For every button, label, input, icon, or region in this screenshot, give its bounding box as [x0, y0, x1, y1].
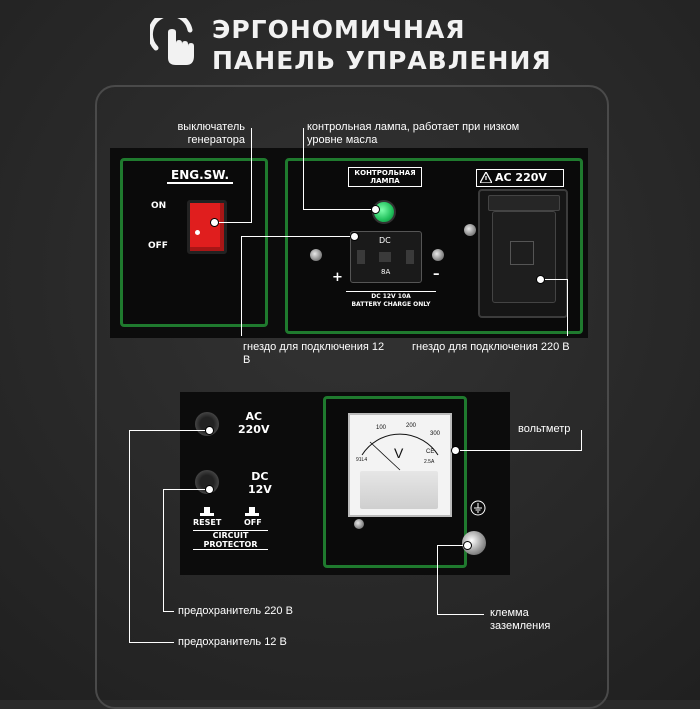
ac-warning-label: AC 220V	[476, 169, 564, 187]
leader-line	[163, 489, 209, 490]
leader-line	[215, 222, 252, 223]
voltmeter-scale	[361, 433, 439, 471]
reset-label: RESET	[193, 518, 222, 527]
socket-lid	[492, 211, 556, 303]
touch-hand-icon	[150, 18, 194, 65]
leader-line	[303, 128, 304, 210]
scale-300: 300	[430, 431, 441, 437]
fuse-ac-line-2: 220V	[238, 423, 270, 436]
page-title: ЭРГОНОМИЧНАЯ ПАНЕЛЬ УПРАВЛЕНИЯ	[212, 14, 632, 76]
title-line-1: ЭРГОНОМИЧНАЯ	[212, 15, 466, 44]
socket-latch	[488, 195, 560, 211]
off-label-fuse: OFF	[244, 518, 262, 527]
plus-label: +	[332, 270, 343, 285]
title-line-2: ПАНЕЛЬ УПРАВЛЕНИЯ	[212, 46, 552, 75]
screw	[354, 519, 364, 529]
battery-line-1: DC 12V 10A	[371, 293, 411, 300]
callout-dot	[371, 205, 380, 214]
callout-lamp: контрольная лампа, работает при низком у…	[307, 121, 520, 146]
circuit-line-2: PROTECTOR	[203, 540, 258, 549]
leader-line	[303, 209, 375, 210]
off-label: OFF	[148, 241, 168, 251]
dc-pin	[357, 250, 365, 264]
lamp-label: КОНТРОЛЬНАЯ ЛАМПА	[348, 167, 422, 187]
socket-mark	[510, 241, 534, 265]
screw	[432, 249, 444, 261]
leader-line	[251, 128, 252, 223]
dc-label: DC	[379, 236, 391, 245]
callout-dot	[350, 232, 359, 241]
callout-dot	[210, 218, 219, 227]
leader-line	[567, 279, 568, 336]
callout-dot	[205, 485, 214, 494]
meter-ce: CE	[426, 449, 435, 455]
voltmeter: 100 200 300 V 91L4 CE 2.5A	[348, 413, 452, 517]
leader-line	[437, 545, 438, 615]
callout-dot	[536, 275, 545, 284]
dc-12v-socket[interactable]: DC 8A	[350, 231, 422, 283]
leader-line	[129, 642, 174, 643]
leader-line	[241, 236, 354, 237]
callout-socket-220: гнездо для подключения 220 В	[412, 341, 570, 353]
leader-line	[437, 614, 484, 615]
leader-line	[129, 430, 130, 643]
fuse-dc-label: DC 12V	[248, 470, 272, 496]
meter-window	[360, 471, 438, 509]
callout-dot	[451, 446, 460, 455]
circuit-protector-label: CIRCUIT PROTECTOR	[193, 530, 268, 550]
ac-220v-socket[interactable]	[478, 189, 568, 318]
callout-voltmeter: вольтметр	[518, 423, 571, 435]
callout-fuse-220: предохранитель 220 В	[178, 605, 293, 617]
leader-line	[540, 279, 568, 280]
callout-fuse-12: предохранитель 12 В	[178, 636, 287, 648]
leader-line	[129, 430, 209, 431]
leader-line	[163, 489, 164, 612]
fuse-dc-line-1: DC	[251, 470, 269, 483]
callout-ground: клемма заземления	[490, 607, 551, 632]
voltmeter-box: 100 200 300 V 91L4 CE 2.5A	[323, 396, 467, 568]
callout-dot	[463, 541, 472, 550]
switch-indicator	[195, 230, 200, 235]
fuse-ac-line-1: AC	[245, 410, 263, 423]
screw	[310, 249, 322, 261]
dc-pin	[406, 250, 414, 264]
callout-switch: выключатель генератора	[177, 121, 245, 146]
minus-label: –	[433, 267, 440, 282]
engine-switch-box: ENG.SW. ON OFF	[120, 158, 268, 327]
off-symbol-icon	[245, 507, 259, 516]
leader-line	[581, 430, 582, 450]
leader-line	[437, 545, 467, 546]
scale-200: 200	[406, 423, 417, 429]
leader-line	[163, 611, 174, 612]
ground-symbol-icon	[470, 500, 486, 516]
battery-line-2: BATTERY CHARGE ONLY	[351, 301, 431, 308]
reset-symbol-icon	[200, 507, 214, 516]
eng-sw-label: ENG.SW.	[167, 168, 234, 184]
socket-panel-box: КОНТРОЛЬНАЯ ЛАМПА DC 8A + – DC 12V 10A B…	[285, 158, 583, 334]
fuse-ac-label: AC 220V	[238, 410, 269, 436]
warning-triangle-icon	[480, 172, 492, 183]
leader-line	[241, 236, 242, 336]
fuse-dc-line-2: 12V	[248, 483, 272, 496]
engine-switch[interactable]	[187, 200, 227, 254]
leader-line	[455, 450, 582, 451]
dc-pin	[379, 252, 391, 262]
battery-label: DC 12V 10A BATTERY CHARGE ONLY	[346, 291, 436, 309]
amp-label: 8A	[381, 268, 391, 276]
meter-unit: V	[394, 445, 404, 461]
callout-socket-12: гнездо для подключения 12 В	[243, 341, 385, 366]
circuit-line-1: CIRCUIT	[212, 531, 249, 540]
scale-100: 100	[376, 425, 387, 431]
meter-model: 91L4	[356, 457, 368, 463]
callout-dot	[205, 426, 214, 435]
on-label: ON	[151, 201, 167, 211]
meter-class: 2.5A	[424, 459, 435, 465]
ac-220v-label: AC 220V	[495, 171, 547, 184]
screw	[464, 224, 476, 236]
